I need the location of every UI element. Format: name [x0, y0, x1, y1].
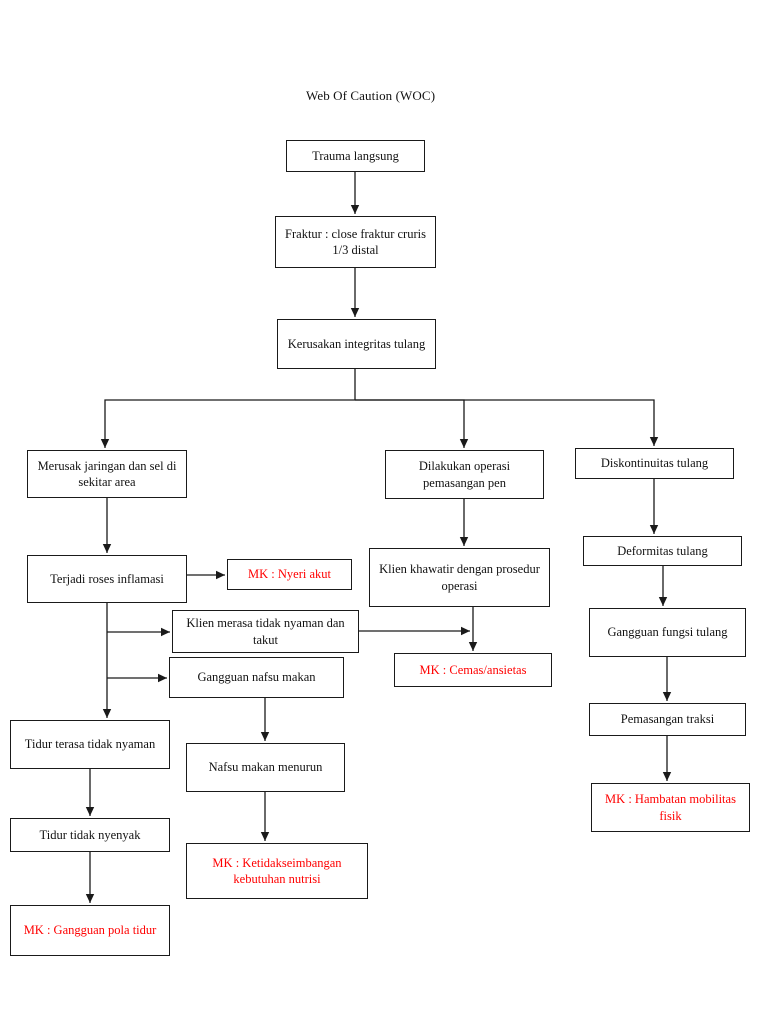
node-dilakukan-operasi[interactable]: Dilakukan operasi pemasangan pen [385, 450, 544, 499]
edge-e-menurun-nutrisi [260, 792, 270, 841]
node-pemasangan-traksi[interactable]: Pemasangan traksi [589, 703, 746, 736]
node-label-klien-merasa-tidak-nyaman: Klien merasa tidak nyaman dan takut [186, 616, 345, 647]
edge-e-deformitas-fungsi [658, 566, 668, 606]
node-terjadi-roses-inflamasi[interactable]: Terjadi roses inflamasi [27, 555, 187, 603]
node-label-mk-cemas-ansietas: MK : Cemas/ansietas [419, 662, 527, 677]
node-label-deformitas-tulang: Deformitas tulang [617, 543, 708, 558]
edge-e-inflamasi-klienmerasa [107, 627, 170, 637]
node-label-mk-nyeri-akut: MK : Nyeri akut [248, 567, 331, 582]
edge-e-klienmerasa-cemas [359, 626, 470, 636]
node-label-mk-ketidakseimbangan-nutrisi: MK : Ketidakseimbangan kebutuhan nutrisi [212, 855, 342, 887]
edge-e-inflamasi-trunk [102, 603, 112, 718]
node-mk-hambatan-mobilitas[interactable]: MK : Hambatan mobilitas fisik [591, 783, 750, 832]
node-kerusakan-integritas-tulang[interactable]: Kerusakan integritas tulang [277, 319, 436, 369]
node-label-tidur-tidak-nyenyak: Tidur tidak nyenyak [39, 827, 141, 842]
node-label-pemasangan-traksi: Pemasangan traksi [620, 712, 715, 727]
node-merusak-jaringan[interactable]: Merusak jaringan dan sel di sekitar area [27, 450, 187, 498]
edge-e-split-right [355, 399, 659, 446]
edge-e-traksi-hambatan [662, 736, 672, 781]
node-gangguan-nafsu-makan[interactable]: Gangguan nafsu makan [169, 657, 344, 698]
node-label-fraktur-close: Fraktur : close fraktur cruris 1/3 dista… [285, 226, 426, 258]
edge-e-fraktur-kerusakan [350, 268, 360, 317]
node-nafsu-makan-menurun[interactable]: Nafsu makan menurun [186, 743, 345, 792]
node-klien-khawatir[interactable]: Klien khawatir dengan prosedur operasi [369, 548, 550, 607]
node-gangguan-fungsi-tulang[interactable]: Gangguan fungsi tulang [589, 608, 746, 657]
node-label-mk-hambatan-mobilitas: MK : Hambatan mobilitas fisik [605, 792, 736, 823]
node-mk-ketidakseimbangan-nutrisi[interactable]: MK : Ketidakseimbangan kebutuhan nutrisi [186, 843, 368, 899]
edge-e-merusak-inflamasi [102, 498, 112, 553]
node-label-dilakukan-operasi: Dilakukan operasi pemasangan pen [418, 459, 511, 490]
edge-e-operasi-khawatir [459, 499, 469, 546]
edge-e-fungsi-traksi [662, 657, 672, 701]
edge-e-inflamasi-nyeri [187, 570, 225, 580]
node-label-terjadi-roses-inflamasi: Terjadi roses inflamasi [50, 571, 164, 586]
node-label-gangguan-nafsu-makan: Gangguan nafsu makan [197, 670, 316, 685]
edge-e-tidur-nyenyak [85, 769, 95, 816]
edge-e-nafsu-menurun [260, 698, 270, 741]
page-title: Web Of Caution (WOC) [306, 88, 436, 103]
node-label-klien-khawatir: Klien khawatir dengan prosedur operasi [379, 562, 540, 593]
node-label-gangguan-fungsi-tulang: Gangguan fungsi tulang [607, 625, 728, 640]
node-tidur-terasa-tidak-nyaman[interactable]: Tidur terasa tidak nyaman [10, 720, 170, 769]
node-klien-merasa-tidak-nyaman[interactable]: Klien merasa tidak nyaman dan takut [172, 610, 359, 653]
node-trauma-langsung[interactable]: Trauma langsung [286, 140, 425, 172]
node-diskontinuitas-tulang[interactable]: Diskontinuitas tulang [575, 448, 734, 479]
node-mk-cemas-ansietas[interactable]: MK : Cemas/ansietas [394, 653, 552, 687]
edge-e-inflamasi-nafsu [107, 673, 167, 683]
edge-e-trauma-fraktur [350, 172, 360, 214]
node-label-kerusakan-integritas-tulang: Kerusakan integritas tulang [287, 336, 426, 351]
edge-e-split-mid [355, 399, 469, 448]
node-label-tidur-terasa-tidak-nyaman: Tidur terasa tidak nyaman [24, 737, 156, 752]
node-label-trauma-langsung: Trauma langsung [312, 148, 399, 163]
node-mk-gangguan-pola-tidur[interactable]: MK : Gangguan pola tidur [10, 905, 170, 956]
edge-e-diskontinuitas-deformitas [649, 479, 659, 534]
node-label-mk-gangguan-pola-tidur: MK : Gangguan pola tidur [23, 923, 157, 938]
node-label-merusak-jaringan: Merusak jaringan dan sel di sekitar area [37, 458, 177, 490]
edge-e-split-left [100, 399, 355, 448]
node-mk-nyeri-akut[interactable]: MK : Nyeri akut [227, 559, 352, 590]
node-fraktur-close[interactable]: Fraktur : close fraktur cruris 1/3 dista… [275, 216, 436, 268]
edge-e-nyenyak-pola [85, 852, 95, 903]
node-deformitas-tulang[interactable]: Deformitas tulang [583, 536, 742, 566]
node-label-nafsu-makan-menurun: Nafsu makan menurun [208, 760, 323, 775]
node-label-diskontinuitas-tulang: Diskontinuitas tulang [600, 456, 709, 471]
node-tidur-tidak-nyenyak[interactable]: Tidur tidak nyenyak [10, 818, 170, 852]
edge-e-khawatir-cemas [468, 607, 478, 651]
